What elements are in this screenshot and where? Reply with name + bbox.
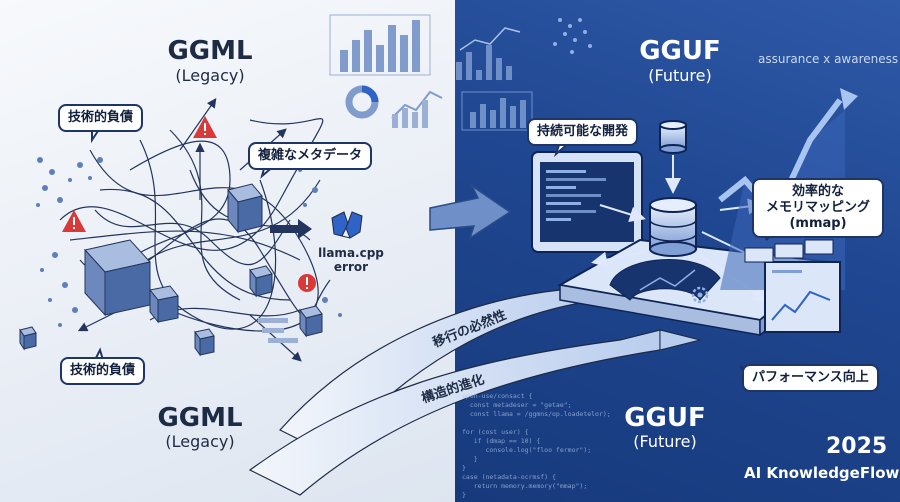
data-cube	[19, 326, 37, 351]
data-cube	[194, 328, 215, 357]
code-line: console.log("floo fermor");	[462, 446, 592, 454]
gear-icon	[691, 286, 709, 304]
code-line: for (cost user) {	[462, 428, 529, 436]
legacy-title-top: GGML	[167, 36, 253, 66]
database-icon	[649, 197, 697, 257]
code-line: }	[462, 464, 466, 472]
bubble-technical-debt-bottom: 技術的負債	[60, 357, 146, 385]
legacy-subtitle-bottom: (Legacy)	[165, 432, 235, 451]
bubble-performance: パフォーマンス向上	[742, 364, 879, 392]
arrow-icon	[429, 183, 512, 240]
warning-icon	[193, 116, 217, 138]
bubble-mmap-line1: 効率的な	[791, 184, 844, 199]
code-line	[462, 419, 611, 428]
tagline: assurance x awareness	[758, 52, 899, 66]
data-cube	[299, 305, 323, 338]
future-subtitle-bottom: (Future)	[633, 432, 697, 451]
data-cube	[249, 265, 273, 298]
line-chart-icon	[391, 90, 443, 128]
database-icon	[659, 120, 687, 154]
data-cube	[84, 239, 151, 317]
bubble-technical-debt-top: 技術的負債	[58, 104, 144, 132]
broken-link-icon	[331, 211, 363, 239]
code-line: open-use/consact {	[462, 392, 533, 400]
code-line: if (dmap == 10) {	[462, 437, 541, 445]
code-line: const llama = /ggmns/op.loadetelor);	[462, 410, 611, 418]
code-line: }	[462, 455, 478, 463]
code-line: return memory.memory("mmap");	[462, 482, 588, 490]
bubble-memory-mapping: 効率的な メモリマッピング (mmap)	[752, 178, 884, 238]
code-line: case (netadata-ocrmsf) {	[462, 473, 556, 481]
brand-year: 2025	[826, 434, 888, 459]
legacy-subtitle-top: (Legacy)	[175, 66, 245, 85]
data-cube	[227, 183, 263, 234]
dot-cluster	[553, 18, 592, 54]
bar-chart-icon	[456, 27, 521, 80]
server-blocks	[744, 239, 834, 263]
bar-chart-icon	[461, 91, 533, 131]
code-bars	[258, 318, 298, 343]
code-snippet: open-use/consact { const metadeser = "ge…	[462, 392, 611, 500]
code-line: }	[462, 491, 466, 499]
bubble-mmap-line2: メモリマッピング	[765, 200, 870, 215]
future-subtitle-top: (Future)	[648, 66, 712, 85]
error-label-line1: llama.cpp	[318, 246, 384, 260]
donut-chart-icon	[345, 85, 379, 119]
bar-chart-icon	[329, 14, 431, 76]
future-title-top: GGUF	[639, 36, 721, 66]
error-label: llama.cpp error	[316, 246, 386, 274]
bubble-mmap-line3: (mmap)	[789, 216, 847, 231]
scattered-dots	[36, 157, 342, 327]
code-line: const metadeser = "getae";	[462, 401, 572, 409]
brand-name: AI KnowledgeFlow	[744, 464, 900, 482]
error-icon	[298, 274, 316, 292]
warning-icon	[62, 210, 86, 232]
error-label-line2: error	[333, 260, 369, 274]
laptop-screen	[531, 151, 643, 253]
legacy-title-bottom: GGML	[157, 403, 243, 433]
bubble-sustainable-development: 持続可能な開発	[527, 118, 639, 146]
monitor-panel	[764, 261, 841, 333]
bubble-complex-metadata: 複雑なメタデータ	[248, 142, 373, 170]
future-title-bottom: GGUF	[624, 403, 706, 433]
arrow-icon	[270, 219, 312, 239]
data-cube	[149, 285, 179, 324]
